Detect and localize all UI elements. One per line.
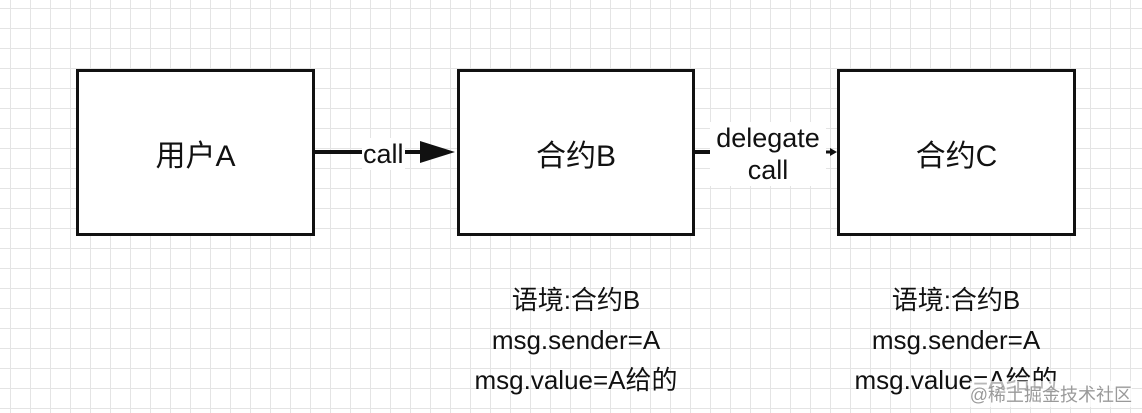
watermark: @稀土掘金技术社区 <box>969 381 1132 407</box>
node-contract-c: 合约C <box>837 69 1076 236</box>
edge-a-to-b-arrowhead <box>420 141 455 163</box>
edge-b-to-c-label: delegate call <box>710 122 826 186</box>
node-contract-b-label: 合约B <box>535 139 616 173</box>
node-user-a-label: 用户A <box>155 139 236 173</box>
context-b-line3: msg.value=A给的 <box>474 365 678 395</box>
edge-b-to-c-arrowhead <box>830 148 837 156</box>
context-c-line2: msg.sender=A <box>871 325 1041 355</box>
edge-b-to-c-label-line1: delegate <box>716 123 820 153</box>
context-b-line1: 语境:合约B <box>511 285 641 315</box>
edge-a-to-b-label: call <box>362 138 405 170</box>
node-contract-c-label: 合约C <box>915 139 998 173</box>
context-c-line1: 语境:合约B <box>891 285 1021 315</box>
node-user-a: 用户A <box>76 69 315 236</box>
context-b-line2: msg.sender=A <box>491 325 661 355</box>
context-note-b: 语境:合约B msg.sender=A msg.value=A给的 <box>426 280 726 400</box>
edge-b-to-c-label-line2: call <box>747 155 789 185</box>
node-contract-b: 合约B <box>457 69 695 236</box>
